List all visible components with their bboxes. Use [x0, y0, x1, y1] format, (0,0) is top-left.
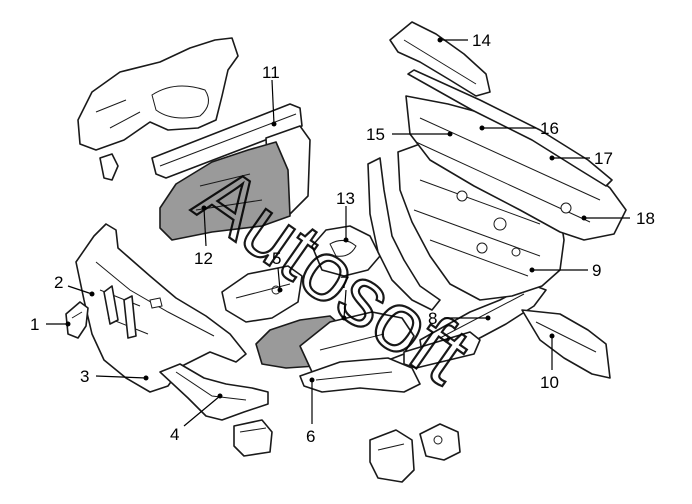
part-13-bracket	[311, 225, 381, 277]
callout-14: 14	[472, 31, 491, 50]
callout-8: 8	[428, 309, 437, 328]
part-7-wheelhouse	[255, 311, 421, 393]
callout-9: 9	[592, 261, 601, 280]
callout-10: 10	[540, 373, 559, 392]
callout-15: 15	[366, 125, 385, 144]
callout-2: 2	[54, 273, 63, 292]
part-wheel-arch-upper	[77, 37, 239, 181]
part-5-plate	[221, 265, 303, 323]
parts-drawing	[65, 21, 627, 483]
callout-4: 4	[170, 425, 179, 444]
part-mount-right	[419, 423, 461, 461]
callout-18: 18	[636, 209, 655, 228]
part-10-lower-panel	[521, 309, 611, 379]
callout-5: 5	[272, 249, 281, 268]
callout-12: 12	[194, 249, 213, 268]
part-diagonal-strut	[367, 157, 441, 311]
callout-16: 16	[540, 119, 559, 138]
callout-17: 17	[594, 149, 613, 168]
callout-labels: 1 2 3 4 5 6 7 8 9 10 11 12 13 14 15 16 1…	[30, 31, 655, 446]
part-mount-left	[369, 429, 415, 483]
callout-13: 13	[336, 189, 355, 208]
callout-7: 7	[340, 273, 349, 292]
callout-dots	[65, 37, 587, 399]
callout-3: 3	[80, 367, 89, 386]
part-8-crossmember	[403, 283, 547, 369]
callout-leaders	[46, 39, 630, 427]
part-4-lower-arm	[159, 363, 269, 421]
part-small-bracket	[233, 419, 273, 457]
callout-1: 1	[30, 315, 39, 334]
callout-11: 11	[262, 63, 280, 82]
part-1-bracket	[65, 301, 89, 339]
part-14-top-strip	[389, 21, 491, 97]
part-3-front-frame	[75, 223, 247, 393]
part-12-inner-panel	[159, 125, 311, 241]
callout-6: 6	[306, 427, 315, 446]
